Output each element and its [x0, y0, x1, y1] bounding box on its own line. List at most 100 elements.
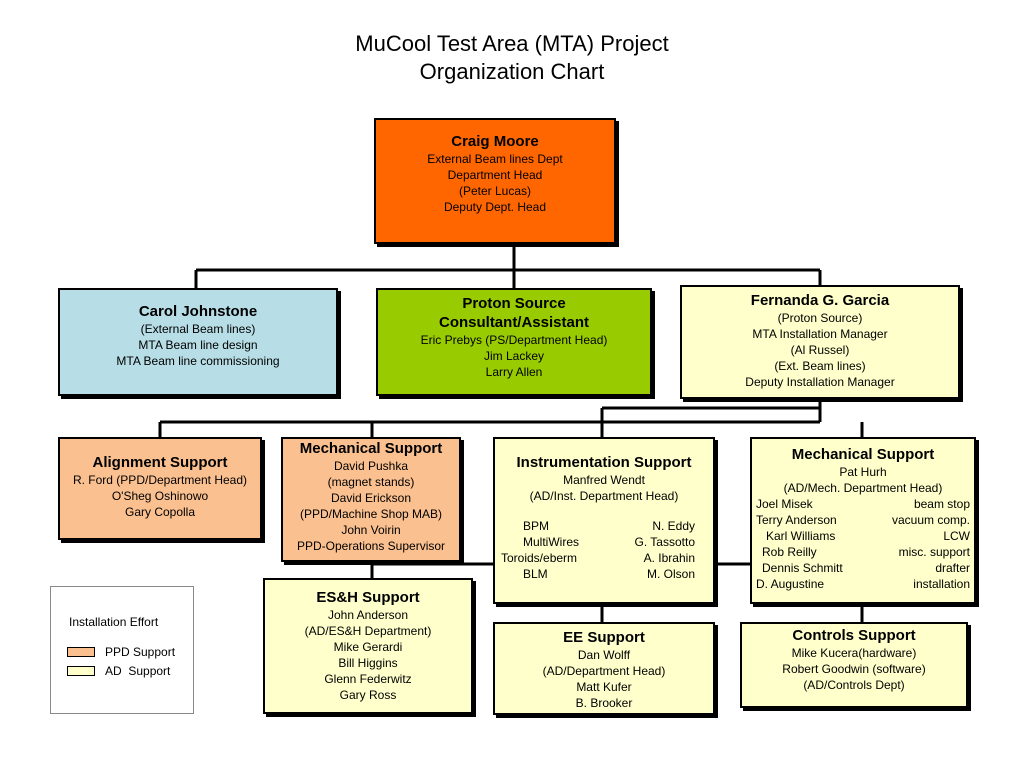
node-line: John Anderson — [327, 608, 409, 622]
instr-row: Toroids/eberm A. Ibrahin — [495, 550, 713, 566]
mech-ad-person: Dennis Schmitt — [762, 561, 843, 575]
node-line: Eric Prebys (PS/Department Head) — [420, 333, 608, 347]
node-line: Matt Kufer — [576, 680, 632, 694]
node-name: EE Support — [563, 629, 645, 646]
instr-item: BPM — [523, 519, 550, 533]
mech-ad-person: Joel Misek — [756, 497, 813, 511]
node-line: O'Sheg Oshinowo — [111, 489, 209, 503]
chart-title-line2: Organization Chart — [419, 59, 605, 84]
node-line: PPD-Operations Supervisor — [296, 539, 446, 553]
node-line: (AD/Controls Dept) — [803, 678, 905, 692]
node-line: MTA Beam line design — [138, 338, 258, 352]
mech-ad-row: Terry Anderson vacuum comp. — [752, 512, 974, 528]
mech-ad-role: drafter — [935, 561, 970, 575]
mech-ad-role: beam stop — [913, 497, 970, 511]
mech-ad-person: D. Augustine — [756, 577, 825, 591]
node-mechanical-support-ppd[interactable]: Mechanical Support David Pushka (magnet … — [281, 437, 461, 562]
node-esh-support[interactable]: ES&H Support John Anderson (AD/ES&H Depa… — [263, 578, 473, 714]
node-line: B. Brooker — [575, 696, 633, 710]
mech-ad-role: LCW — [943, 529, 970, 543]
instr-person: M. Olson — [646, 567, 695, 581]
node-proton-source[interactable]: Proton Source Consultant/Assistant Eric … — [376, 288, 652, 396]
legend-swatch — [67, 666, 95, 676]
instr-person: A. Ibrahin — [643, 551, 695, 565]
node-name: Instrumentation Support — [516, 454, 692, 471]
node-line: Mike Gerardi — [333, 640, 403, 654]
instr-row: BLM M. Olson — [495, 566, 713, 582]
node-line: David Pushka — [333, 459, 409, 473]
mech-ad-row: D. Augustine installation — [752, 576, 974, 592]
node-instrumentation-support[interactable]: Instrumentation Support Manfred Wendt (A… — [493, 437, 715, 604]
node-line: (AD/Department Head) — [542, 664, 666, 678]
legend-label: PPD Support — [105, 645, 176, 659]
instr-item: Toroids/eberm — [501, 551, 578, 565]
chart-title: MuCool Test Area (MTA) Project Organizat… — [0, 30, 1024, 86]
node-name: Controls Support — [792, 627, 916, 644]
node-line: Pat Hurh — [839, 465, 887, 479]
node-line: (Peter Lucas) — [458, 184, 532, 198]
node-line: Dan Wolff — [577, 648, 631, 662]
mech-ad-person: Karl Williams — [766, 529, 836, 543]
mech-ad-role: vacuum comp. — [891, 513, 970, 527]
node-name: ES&H Support — [316, 589, 420, 606]
node-line: (Ext. Beam lines) — [774, 359, 866, 373]
mech-ad-row: Rob Reilly misc. support — [752, 544, 974, 560]
instr-row: MultiWires G. Tassotto — [495, 534, 713, 550]
node-line: Department Head — [447, 168, 543, 182]
node-carol-johnstone[interactable]: Carol Johnstone (External Beam lines) MT… — [58, 288, 338, 396]
node-line: MTA Installation Manager — [752, 327, 888, 341]
instr-row: BPM N. Eddy — [495, 518, 713, 534]
node-line: (Al Russel) — [790, 343, 850, 357]
node-name: Mechanical Support — [299, 440, 443, 457]
node-mechanical-support-ad[interactable]: Mechanical Support Pat Hurh (AD/Mech. De… — [750, 437, 976, 604]
mech-ad-row: Karl Williams LCW — [752, 528, 974, 544]
legend-title: Installation Effort — [69, 615, 159, 629]
instr-person: G. Tassotto — [634, 535, 695, 549]
node-line: (AD/ES&H Department) — [304, 624, 432, 638]
node-name: Alignment Support — [92, 454, 228, 471]
node-line: R. Ford (PPD/Department Head) — [72, 473, 248, 487]
node-name: Fernanda G. Garcia — [750, 292, 890, 309]
node-craig-moore[interactable]: Craig Moore External Beam lines Dept Dep… — [374, 118, 616, 244]
legend-swatch — [67, 647, 95, 657]
node-line: Deputy Dept. Head — [443, 200, 547, 214]
node-name: Consultant/Assistant — [438, 314, 589, 331]
node-line: Jim Lackey — [483, 349, 545, 363]
node-fernanda-garcia[interactable]: Fernanda G. Garcia (Proton Source) MTA I… — [680, 285, 960, 399]
node-line: Bill Higgins — [338, 656, 398, 670]
legend-item-ad: AD Support — [67, 664, 170, 678]
node-line: (AD/Inst. Department Head) — [529, 489, 679, 503]
instr-person: N. Eddy — [652, 519, 695, 533]
mech-ad-row: Dennis Schmitt drafter — [752, 560, 974, 576]
node-line: (Proton Source) — [777, 311, 863, 325]
node-name: Carol Johnstone — [138, 303, 258, 320]
node-line: Larry Allen — [485, 365, 543, 379]
node-line: Deputy Installation Manager — [745, 375, 895, 389]
chart-title-line1: MuCool Test Area (MTA) Project — [355, 31, 669, 56]
mech-ad-role: misc. support — [898, 545, 970, 559]
node-controls-support[interactable]: Controls Support Mike Kucera(hardware) R… — [740, 622, 968, 708]
node-line: (External Beam lines) — [140, 322, 256, 336]
legend-label: AD Support — [105, 664, 171, 678]
instr-item: BLM — [523, 567, 548, 581]
mech-ad-row: Joel Misek beam stop — [752, 496, 974, 512]
node-line: David Erickson — [330, 491, 412, 505]
mech-ad-role: installation — [913, 577, 970, 591]
legend-item-ppd: PPD Support — [67, 645, 175, 659]
node-ee-support[interactable]: EE Support Dan Wolff (AD/Department Head… — [493, 622, 715, 715]
node-alignment-support[interactable]: Alignment Support R. Ford (PPD/Departmen… — [58, 437, 262, 540]
node-line: (PPD/Machine Shop MAB) — [299, 507, 443, 521]
mech-ad-person: Terry Anderson — [756, 513, 837, 527]
legend: Installation Effort PPD Support AD Suppo… — [50, 586, 194, 714]
node-line: John Voirin — [341, 523, 401, 537]
instr-item: MultiWires — [523, 535, 579, 549]
mech-ad-person: Rob Reilly — [762, 545, 817, 559]
node-name: Mechanical Support — [791, 446, 935, 463]
node-line: External Beam lines Dept — [427, 152, 563, 166]
node-line: Mike Kucera(hardware) — [791, 646, 917, 660]
node-name: Craig Moore — [451, 133, 539, 150]
node-line: Gary Ross — [339, 688, 397, 702]
node-line: Robert Goodwin (software) — [782, 662, 926, 676]
node-line: MTA Beam line commissioning — [116, 354, 280, 368]
node-name: Proton Source — [462, 295, 566, 312]
